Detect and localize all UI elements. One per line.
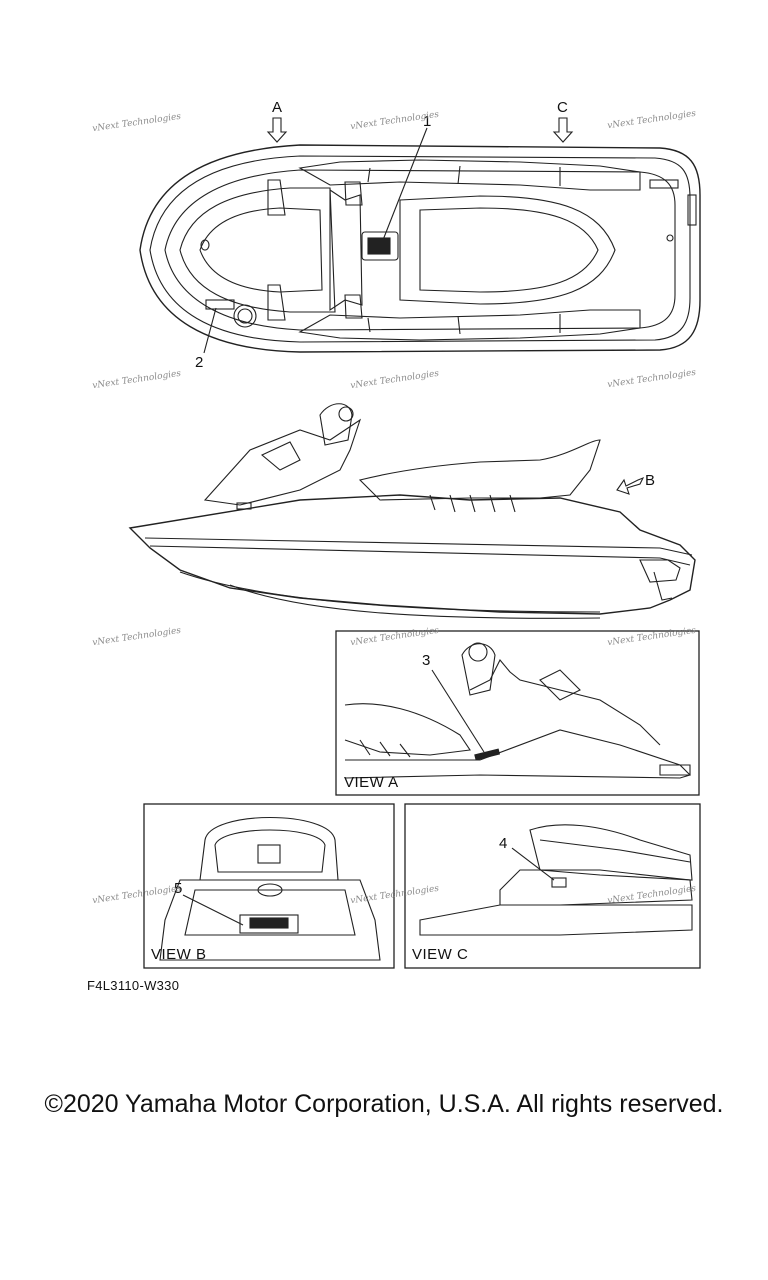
callout-4: 4 <box>499 835 508 852</box>
leader-line-5 <box>182 894 244 926</box>
view-a-illustration <box>344 642 692 779</box>
callout-3: 3 <box>422 652 431 669</box>
figure-code: F4L3110-W330 <box>87 978 180 993</box>
leader-line-3 <box>431 669 485 753</box>
leader-line-4 <box>511 847 555 881</box>
arrow-b-label: B <box>645 472 656 489</box>
callout-2: 2 <box>195 354 204 371</box>
view-b-frame <box>143 803 395 969</box>
view-b-illustration <box>159 816 381 961</box>
arrow-a-icon <box>266 117 288 143</box>
callout-5: 5 <box>174 880 183 897</box>
arrow-a-label: A <box>272 99 283 116</box>
view-c-frame <box>404 803 701 969</box>
arrow-c-icon <box>552 117 574 143</box>
view-b-label: VIEW B <box>151 946 207 963</box>
view-c-label: VIEW C <box>412 946 469 963</box>
side-view-watercraft <box>128 403 696 619</box>
leader-line-2 <box>203 307 217 354</box>
view-a-frame <box>335 630 700 796</box>
arrow-b-icon <box>616 476 645 495</box>
view-c-illustration <box>419 824 693 936</box>
copyright-notice: ©2020 Yamaha Motor Corporation, U.S.A. A… <box>44 1090 724 1118</box>
leader-line-1 <box>382 127 428 241</box>
callout-1: 1 <box>423 113 432 130</box>
arrow-c-label: C <box>557 99 568 116</box>
top-view-watercraft <box>139 144 701 353</box>
view-a-label: VIEW A <box>344 774 399 791</box>
